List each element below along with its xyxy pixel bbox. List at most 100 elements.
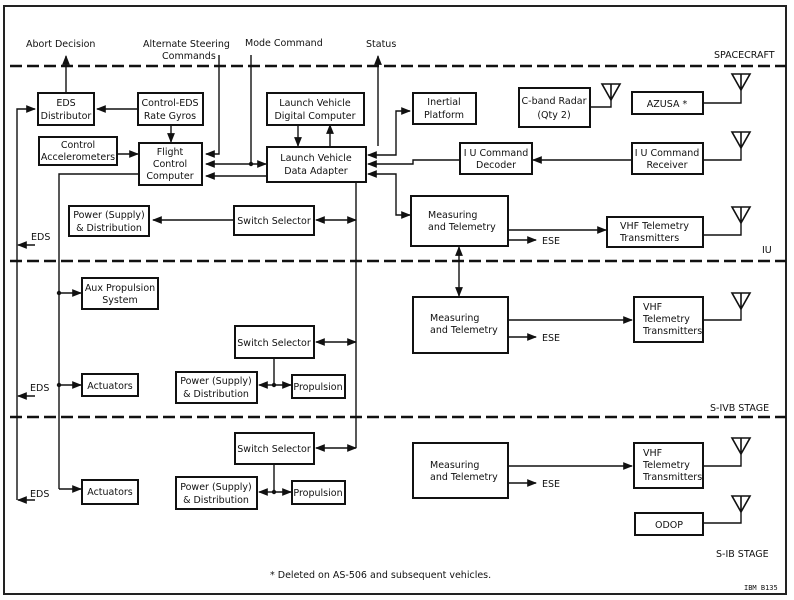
box-inertial-platform: Inertial Platform xyxy=(412,92,477,125)
box-lvda: Launch Vehicle Data Adapter xyxy=(266,146,367,183)
label-alt-steering-2: Commands xyxy=(162,51,216,62)
box-eds-distributor: EDS Distributor xyxy=(37,92,95,126)
box-s4b-switch-selector: Switch Selector xyxy=(234,325,315,359)
label-ese: ESE xyxy=(542,236,560,247)
box-text: C-band Radar xyxy=(522,96,587,107)
box-text: Receiver xyxy=(646,160,687,171)
label-alt-steering-1: Alternate Steering xyxy=(143,39,230,50)
region-s1b-label: S-IB STAGE xyxy=(716,549,769,560)
box-text: Switch Selector xyxy=(237,444,311,455)
box-text: Aux Propulsion xyxy=(85,283,155,294)
box-text: Launch Vehicle xyxy=(280,153,352,164)
region-spacecraft-label: SPACECRAFT xyxy=(714,50,775,61)
box-s1b-power-distribution: Power (Supply) & Distribution xyxy=(175,476,258,510)
box-text: Flight xyxy=(157,147,184,158)
diagram-frame xyxy=(3,5,787,595)
antenna-icon xyxy=(730,131,752,150)
box-text: Data Adapter xyxy=(284,166,347,177)
box-text: Actuators xyxy=(87,381,133,392)
box-s4b-power-distribution: Power (Supply) & Distribution xyxy=(175,371,258,404)
box-text: Launch Vehicle xyxy=(279,98,351,109)
box-text: Transmitters xyxy=(642,326,702,337)
box-text: I U Command xyxy=(635,148,700,159)
box-accelerometers: Control Accelerometers xyxy=(38,136,118,166)
box-text: Control xyxy=(153,159,187,170)
box-text: I U Command xyxy=(464,148,529,159)
box-text: Rate Gyros xyxy=(144,111,196,122)
box-text: & Distribution xyxy=(183,389,249,400)
box-azusa: AZUSA * xyxy=(631,91,704,115)
label-ese: ESE xyxy=(542,333,560,344)
box-s4b-measuring-telemetry: Measuring and Telemetry xyxy=(412,296,509,354)
box-iu-switch-selector: Switch Selector xyxy=(233,205,315,236)
box-text: Switch Selector xyxy=(237,216,311,227)
box-text: and Telemetry xyxy=(430,325,498,336)
box-text: Measuring xyxy=(430,460,479,471)
box-iu-command-receiver: I U Command Receiver xyxy=(631,142,704,175)
box-text: Decoder xyxy=(476,160,516,171)
label-status: Status xyxy=(366,39,396,50)
box-text: VHF Telemetry xyxy=(620,221,689,232)
box-text: ODOP xyxy=(655,520,683,531)
box-text: Platform xyxy=(424,110,464,121)
box-text: Propulsion xyxy=(293,382,342,393)
box-aux-propulsion: Aux Propulsion System xyxy=(81,277,159,310)
box-text: EDS xyxy=(56,98,75,109)
box-text: Digital Computer xyxy=(274,111,355,122)
antenna-icon xyxy=(730,437,752,456)
box-text: Control xyxy=(61,140,95,151)
box-iu-measuring-telemetry: Measuring and Telemetry xyxy=(410,195,509,247)
box-text: Actuators xyxy=(87,487,133,498)
box-text: Measuring xyxy=(428,210,477,221)
box-text: Computer xyxy=(146,171,193,182)
box-s4b-actuators: Actuators xyxy=(81,373,139,397)
box-text: Accelerometers xyxy=(41,152,115,163)
box-text: Control-EDS xyxy=(141,98,198,109)
box-text: VHF xyxy=(643,302,662,313)
box-flight-control-computer: Flight Control Computer xyxy=(138,142,203,186)
box-s1b-propulsion: Propulsion xyxy=(291,480,346,505)
label-eds: EDS xyxy=(30,383,49,394)
box-text: Inertial xyxy=(427,97,460,108)
box-iu-vhf-transmitters: VHF Telemetry Transmitters xyxy=(606,216,704,248)
antenna-icon xyxy=(600,83,622,102)
box-lvdc: Launch Vehicle Digital Computer xyxy=(266,92,365,126)
box-s4b-propulsion: Propulsion xyxy=(291,374,346,399)
box-text: and Telemetry xyxy=(430,472,498,483)
box-iu-command-decoder: I U Command Decoder xyxy=(459,142,533,175)
region-s4b-label: S-IVB STAGE xyxy=(710,403,769,414)
box-text: (Qty 2) xyxy=(537,110,570,121)
box-text: & Distribution xyxy=(183,495,249,506)
box-cband-radar: C-band Radar (Qty 2) xyxy=(518,87,591,128)
label-abort-decision: Abort Decision xyxy=(26,39,95,50)
box-text: Transmitters xyxy=(642,472,702,483)
box-iu-power-distribution: Power (Supply) & Distribution xyxy=(68,205,150,237)
box-text: Propulsion xyxy=(293,488,342,499)
label-ese: ESE xyxy=(542,479,560,490)
box-s1b-measuring-telemetry: Measuring and Telemetry xyxy=(412,442,509,499)
box-text: Telemetry xyxy=(642,460,690,471)
box-s1b-actuators: Actuators xyxy=(81,479,139,505)
box-text: and Telemetry xyxy=(428,222,496,233)
box-rate-gyros: Control-EDS Rate Gyros xyxy=(137,92,204,126)
antenna-icon xyxy=(730,73,752,92)
antenna-icon xyxy=(730,206,752,225)
box-text: Distributor xyxy=(41,111,92,122)
box-s1b-switch-selector: Switch Selector xyxy=(234,432,315,465)
antenna-icon xyxy=(730,495,752,514)
label-mode-command: Mode Command xyxy=(245,38,323,49)
box-text: Transmitters xyxy=(619,233,679,244)
box-text: Power (Supply) xyxy=(180,376,252,387)
box-text: Power (Supply) xyxy=(73,210,145,221)
box-text: Measuring xyxy=(430,313,479,324)
label-eds: EDS xyxy=(31,232,50,243)
box-text: Power (Supply) xyxy=(180,482,252,493)
box-text: Telemetry xyxy=(642,314,690,325)
label-eds: EDS xyxy=(30,489,49,500)
region-iu-label: IU xyxy=(762,245,772,256)
antenna-icon xyxy=(730,292,752,311)
box-text: & Distribution xyxy=(76,223,142,234)
box-text: VHF xyxy=(643,448,662,459)
box-s1b-vhf-transmitters: VHF Telemetry Transmitters xyxy=(633,442,704,489)
